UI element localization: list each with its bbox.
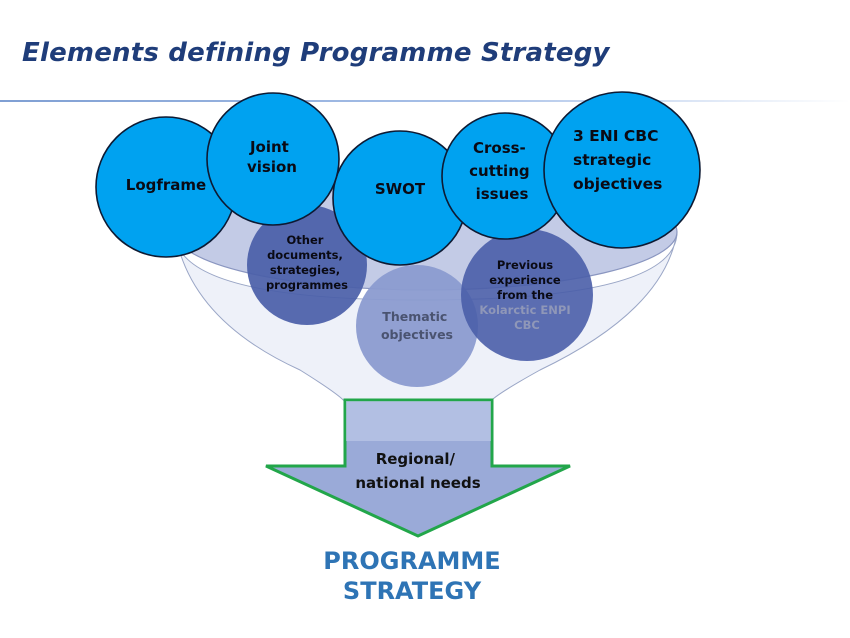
previous-line-2: experience [489,273,561,287]
cross-cutting-line-1: Cross- [473,139,526,157]
other-documents-line-4: programmes [266,278,348,292]
previous-line-3: from the [497,288,553,302]
arrow-line-2: national needs [355,474,480,492]
inner-circle-thematic-objectives: Thematic objectives [356,265,478,387]
inner-circle-other-documents: Other documents, strategies, programmes [247,205,367,325]
svg-text:Regional/ national needs: Regional/ national needs [355,450,480,492]
other-documents-line-1: Other [287,233,324,247]
joint-vision-line-2: vision [247,158,297,176]
svg-text:Other documents, s: Other documents, strategies, programmes [266,233,348,292]
programme-strategy-label: PROGRAMME STRATEGY [300,546,524,606]
svg-text:Logframe: Logframe [126,176,206,194]
swot-label: SWOT [375,180,426,198]
previous-line-4: Kolarctic ENPI [479,303,570,317]
thematic-line-1: Thematic [382,309,447,324]
svg-text:3 ENI CBC strategic: 3 ENI CBC strategic objectives [573,127,664,193]
inner-circle-previous-experience: Previous experience from the Kolarctic E… [461,229,593,361]
circle-logframe: Logframe [95,116,237,258]
svg-text:Cross- cutting iss: Cross- cutting issues [469,139,535,203]
eni-cbc-line-3: objectives [573,175,662,193]
other-documents-line-3: strategies, [270,263,340,277]
circle-cross-cutting-issues: Cross- cutting issues [441,112,569,240]
circle-joint-vision: Joint vision [206,92,340,226]
regional-needs-arrow: Regional/ national needs [265,398,571,538]
arrow-line-1: Regional/ [376,450,456,468]
eni-cbc-line-1: 3 ENI CBC [573,127,658,145]
strategy-line-1: PROGRAMME [323,547,501,575]
joint-vision-line-1: Joint [249,138,289,156]
page-title: Elements defining Programme Strategy [22,38,610,68]
other-documents-line-2: documents, [267,248,343,262]
previous-line-1: Previous [497,258,553,272]
previous-line-5: CBC [514,318,540,332]
cross-cutting-line-2: cutting [469,162,529,180]
title-divider [0,100,850,102]
cross-cutting-line-3: issues [476,185,529,203]
svg-text:Previous experience: Previous experience from the Kolarctic E… [479,258,574,332]
svg-text:SWOT: SWOT [375,180,426,198]
eni-cbc-line-2: strategic [573,151,651,169]
svg-text:Thematic objectives: Thematic objectives [381,309,453,342]
logframe-label: Logframe [126,176,206,194]
circle-eni-cbc-objectives: 3 ENI CBC strategic objectives [543,91,701,249]
svg-text:Joint vision: Joint vision [247,138,297,176]
thematic-line-2: objectives [381,327,453,342]
strategy-line-2: STRATEGY [342,577,482,605]
